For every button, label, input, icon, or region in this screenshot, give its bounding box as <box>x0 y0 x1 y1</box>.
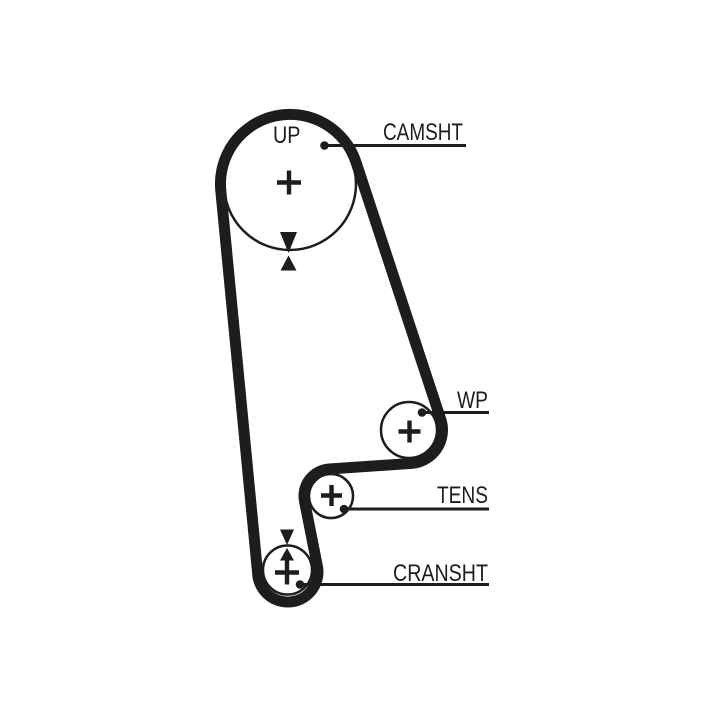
water-pump-pulley <box>379 400 439 460</box>
crankshaft-arrow-down-icon <box>280 529 294 545</box>
crankshaft-arrow-up-icon <box>280 548 294 561</box>
camshaft-leader-dot <box>320 141 329 150</box>
crankshaft-pulley <box>261 544 314 596</box>
tensioner-leader-dot <box>339 504 349 514</box>
water-pump-center-mark <box>398 420 421 443</box>
water-pump-label: WP <box>457 387 488 414</box>
tensioner-label: TENS <box>437 482 488 509</box>
up-label: UP <box>273 122 301 149</box>
crankshaft-leader-dot <box>295 580 305 589</box>
water-pump-leader-dot <box>417 408 427 417</box>
timing-belt <box>214 108 448 608</box>
camshaft-arrow-down-icon <box>280 232 297 253</box>
camshaft-arrow-up-icon <box>280 255 297 271</box>
tensioner-center-mark <box>321 485 342 506</box>
camshaft-center-mark <box>277 170 301 195</box>
camshaft-label: CAMSHT <box>383 119 463 146</box>
crankshaft-center-mark <box>275 560 299 585</box>
crankshaft-label: CRANSHT <box>393 560 488 587</box>
